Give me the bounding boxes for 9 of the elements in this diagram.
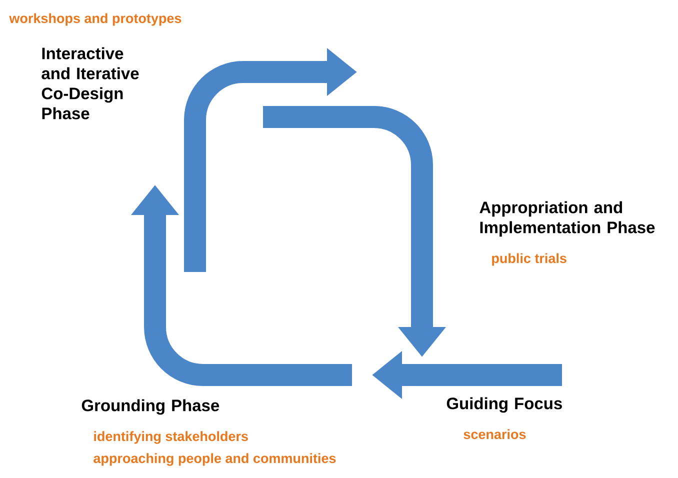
phase-note: scenarios [464, 429, 526, 440]
phase-label: Grounding Phase [82, 399, 220, 415]
phase-note: public trials [492, 253, 566, 266]
phase-label: Interactive and Iterative Co-Design Phase [42, 47, 139, 120]
phase-label: Guiding Focus [446, 397, 562, 413]
phase-note: workshops and prototypes [9, 13, 182, 26]
phase-note: identifying stakeholders [94, 431, 248, 444]
phase-label: Appropriation and Implementation Phase [480, 201, 655, 237]
phase-note: approaching people and communities [94, 453, 336, 466]
